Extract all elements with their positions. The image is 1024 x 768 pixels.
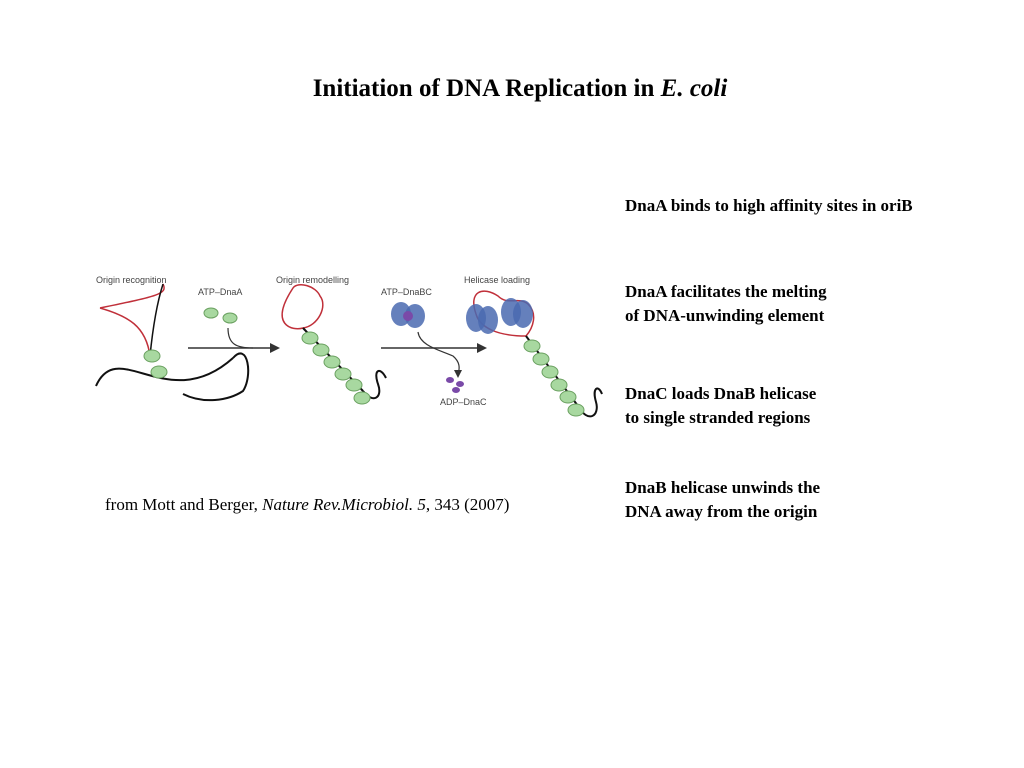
citation-prefix: from Mott and Berger,	[105, 495, 263, 514]
panel-label-origin-recognition: Origin recognition	[96, 275, 167, 285]
melted-origin-bubble	[281, 284, 324, 330]
panel-label-helicase-loading: Helicase loading	[464, 275, 530, 285]
citation-journal: Nature Rev.Microbiol. 5	[262, 495, 426, 514]
step-4-line-2: DNA away from the origin	[625, 502, 818, 521]
step-4: DnaB helicase unwinds the DNA away from …	[625, 476, 820, 524]
dnaa-monomer	[143, 349, 161, 363]
arrowhead-step-2	[477, 343, 487, 353]
dnaa-monomer	[559, 390, 577, 404]
title-main: Initiation of DNA Replication in	[312, 75, 661, 102]
dna-duplex-4	[362, 369, 387, 400]
arrowhead-dnac-release	[454, 370, 462, 378]
slide-title: Initiation of DNA Replication in E. coli	[0, 75, 1024, 103]
dnaa-binding-curve	[227, 327, 254, 349]
dnac-released	[456, 381, 464, 387]
dna-duplex-2	[182, 352, 250, 402]
arrowhead-step-1	[270, 343, 280, 353]
reagent-label-adp-dnac: ADP–DnaC	[440, 397, 487, 407]
dnaa-monomer	[301, 331, 319, 345]
step-2-line-1: DnaA facilitates the melting	[625, 282, 827, 301]
dnaa-monomer	[532, 352, 550, 366]
panel-label-origin-remodelling: Origin remodelling	[276, 275, 349, 285]
step-3-line-2: to single stranded regions	[625, 408, 811, 427]
dnac-released	[446, 377, 454, 383]
dnab-helicase	[513, 300, 533, 328]
dnaa-monomer	[567, 403, 585, 417]
dnaa-monomer	[222, 312, 238, 324]
dnaa-monomer	[334, 367, 352, 381]
title-organism: E. coli	[660, 75, 728, 102]
dnaa-monomer	[150, 365, 168, 379]
dnab-helicase	[478, 306, 498, 334]
dnac-released	[452, 387, 460, 393]
step-4-line-1: DnaB helicase unwinds the	[625, 478, 821, 497]
unwinding-element-loop	[99, 283, 165, 309]
dnaa-monomer	[203, 307, 219, 319]
dnaa-monomer	[312, 343, 330, 357]
step-1: DnaA binds to high affinity sites in ori…	[625, 194, 913, 218]
dnaa-monomer	[523, 339, 541, 353]
step-2-line-2: of DNA-unwinding element	[625, 306, 825, 325]
reagent-label-atp-dnaa: ATP–DnaA	[198, 287, 242, 297]
dnac-release-curve	[417, 331, 460, 375]
step-3: DnaC loads DnaB helicase to single stran…	[625, 382, 816, 430]
step-3-line-1: DnaC loads DnaB helicase	[625, 384, 817, 403]
dnac-loader	[403, 311, 413, 321]
dnaa-monomer	[541, 365, 559, 379]
dna-duplex-1	[95, 357, 234, 387]
unwinding-element-strand	[99, 307, 151, 357]
replication-initiation-figure: Origin recognition ATP–DnaA Origin remod…	[95, 275, 603, 418]
dnaa-monomer	[345, 378, 363, 392]
dnab-helicase	[405, 304, 425, 328]
dnaa-monomer	[353, 391, 371, 405]
citation-suffix: , 343 (2007)	[425, 495, 510, 514]
step-1-line-1: DnaA binds to high affinity sites in ori…	[625, 196, 913, 215]
reagent-label-atp-dnabc: ATP–DnaBC	[381, 287, 432, 297]
step-2: DnaA facilitates the melting of DNA-unwi…	[625, 280, 827, 328]
citation: from Mott and Berger, Nature Rev.Microbi…	[105, 494, 509, 516]
dna-duplex-6	[577, 387, 603, 418]
dnaa-monomer	[323, 355, 341, 369]
dnaa-monomer	[550, 378, 568, 392]
